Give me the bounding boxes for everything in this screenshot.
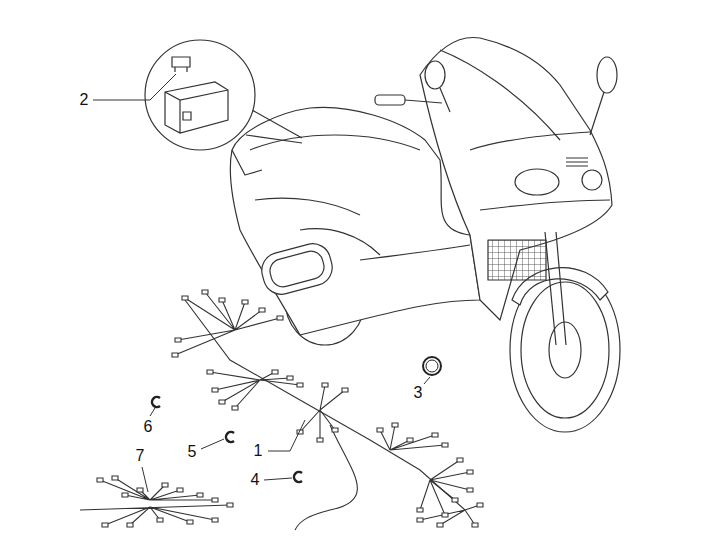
drawing-part [80, 478, 230, 525]
leader-line [201, 439, 224, 449]
control-unit [165, 82, 228, 133]
front-fork [545, 232, 566, 345]
leader-line [268, 420, 305, 451]
left-mirror [425, 61, 445, 89]
mirror-stem [590, 92, 604, 135]
scooter-drawing [230, 37, 620, 432]
grommet-ring-inner [426, 360, 438, 372]
body-lines [232, 135, 470, 260]
cable-clip [152, 397, 160, 407]
fuse [172, 57, 190, 72]
leader-lines [93, 74, 430, 492]
radiator-grille [488, 240, 546, 280]
wheel-rim [521, 282, 609, 418]
cable-clip [226, 432, 234, 442]
drawing-part [267, 248, 326, 289]
leader-line [93, 74, 176, 100]
unit-socket [183, 112, 191, 120]
right-mirror [597, 57, 617, 93]
leader-line [264, 478, 292, 480]
mirror-stem [440, 88, 450, 112]
handle-grip [375, 95, 405, 105]
secondary-harness [80, 476, 233, 527]
fairing-lines [440, 50, 610, 210]
inset-circle [145, 40, 255, 150]
drawing-part [175, 292, 480, 525]
main-harness [172, 290, 483, 530]
handlebar [405, 100, 442, 103]
callout-number: 3 [414, 384, 423, 402]
small-parts [152, 357, 441, 482]
indicator-lines [566, 158, 588, 166]
grommet-ring [423, 357, 441, 375]
callout-number: 4 [251, 471, 260, 489]
leader-line [424, 377, 430, 384]
callout-number: 6 [144, 418, 153, 436]
callout-number: 7 [136, 447, 145, 465]
drawing-part [258, 240, 336, 299]
drawing-part [97, 476, 233, 527]
headlight [515, 169, 559, 195]
inset-pointer [246, 110, 302, 143]
leader-line [150, 408, 155, 416]
callout-number: 2 [80, 91, 89, 109]
front-wheel [510, 268, 620, 432]
callout-number: 1 [254, 442, 263, 460]
drawing-part [185, 300, 465, 530]
emblem [582, 170, 602, 190]
detail-inset [145, 40, 302, 150]
callout-number: 5 [188, 443, 197, 461]
muffler [258, 240, 336, 299]
cable-clip [294, 472, 302, 482]
leader-line [142, 467, 148, 492]
front-fairing [420, 37, 612, 320]
drawing-part [172, 290, 483, 527]
